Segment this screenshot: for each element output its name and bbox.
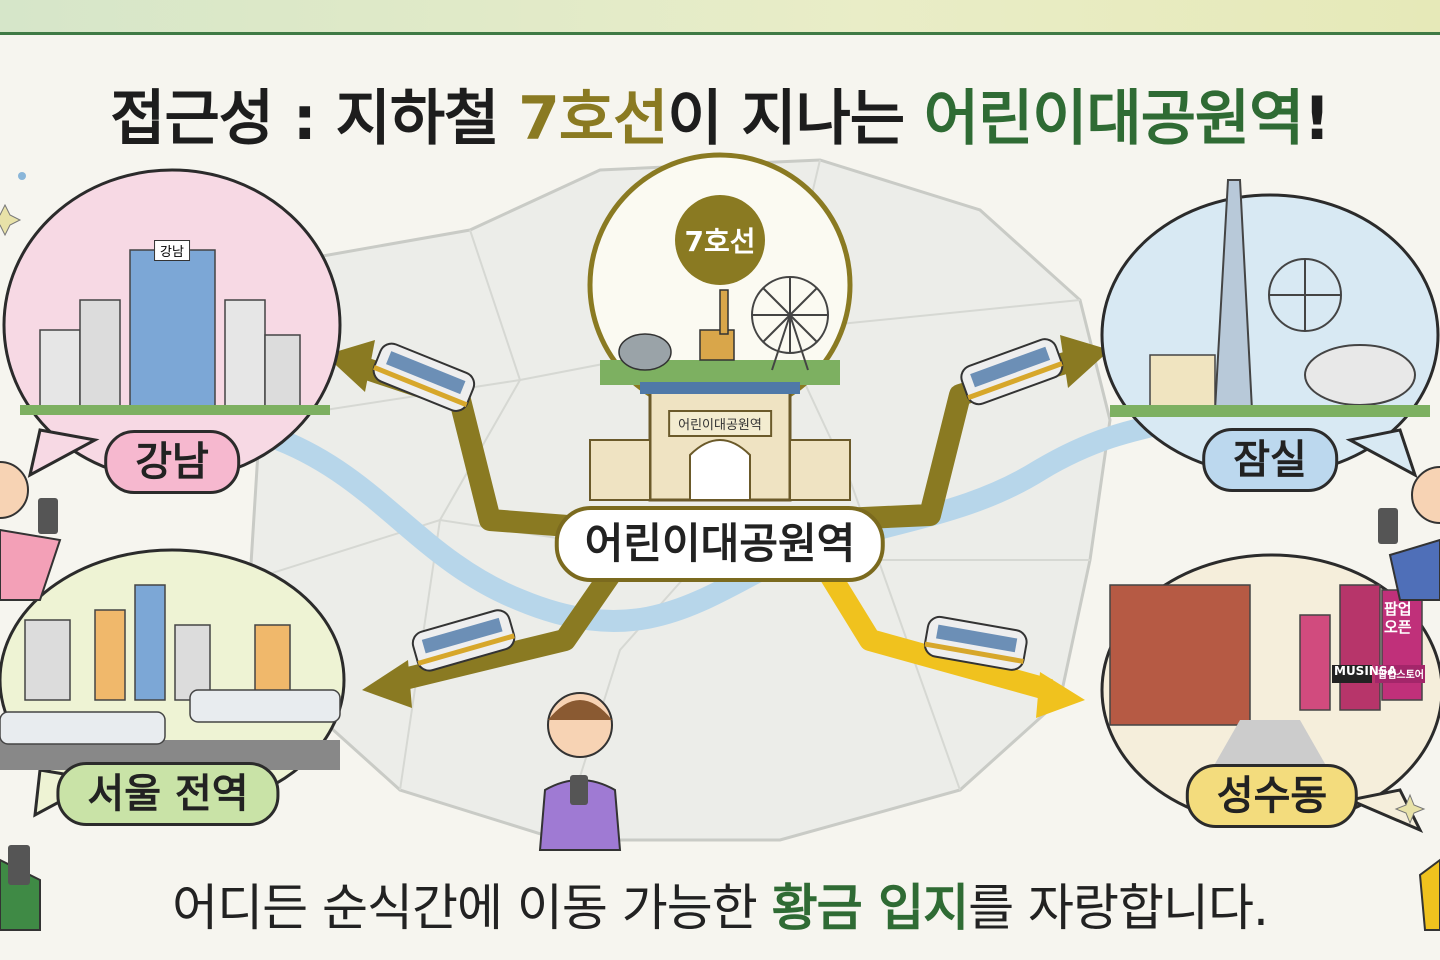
title-line-highlight: 7호선 [518,84,668,154]
sparkle-icon [0,203,22,237]
park-gate-icon [589,382,851,502]
train-seongsu [923,615,1028,671]
musinsa-sign: MUSINSA [1334,664,1397,678]
gangnam-tower-icon [129,249,216,411]
train-jamsil [960,338,1064,406]
person-left-top-icon [0,461,62,601]
seoul-bubble [0,548,346,818]
footer-caption: 어디든 순식간에 이동 가능한 황금 입지를 자랑합니다. [172,879,1269,937]
seoul-label: 서울 전역 [56,762,280,826]
elephant-icon [618,333,672,371]
person-right-top-icon [1378,466,1440,601]
seoul-train-icon [0,711,166,745]
popup-open-sign: 팝업 오픈 [1384,600,1412,636]
gangnam-bubble [2,168,342,482]
person-right-bottom-icon [1418,858,1440,931]
brick-building-icon [1109,584,1251,726]
arrow-to-seoul [397,568,620,691]
arrow-to-seongsu [820,569,1053,701]
popup-store-sign: 팝업스토어 [1378,670,1424,681]
seongsu-label: 성수동 [1185,764,1359,828]
line7-badge [675,195,765,285]
center-pin [587,152,853,480]
dot-icon [18,172,26,180]
arrow-head-seongsu [1036,672,1085,718]
train-seoul [411,609,516,672]
line7-badge-label: 7호선 [684,225,756,258]
stadium-icon [1304,344,1416,406]
title-station-highlight: 어린이대공원역 [923,84,1304,154]
arrow-head-seoul [362,660,412,708]
arrow-head-jamsil [1060,335,1110,388]
sparkle-icon [1394,793,1426,825]
page-title: 접근성 : 지하철 7호선이 지나는 어린이대공원역! [110,84,1330,154]
jamsil-label: 잠실 [1202,428,1338,492]
person-left-bottom-icon [0,845,41,931]
gangnam-label: 강남 [104,430,240,494]
giraffe-icon [699,329,735,361]
gate-sign: 어린이대공원역 [668,410,772,437]
train-gangnam [372,342,476,412]
center-station-label: 어린이대공원역 [554,506,886,582]
top-banner [0,0,1440,35]
footer-highlight: 황금 입지 [771,879,969,937]
jamsil-ferris-wheel-icon [1268,258,1342,332]
jamsil-bubble [1100,179,1440,479]
person-phone-icon [538,692,622,851]
gangnam-building-sign: 강남 [154,240,190,261]
ferris-wheel-icon [751,276,829,371]
seongsu-bubble [1100,553,1440,833]
